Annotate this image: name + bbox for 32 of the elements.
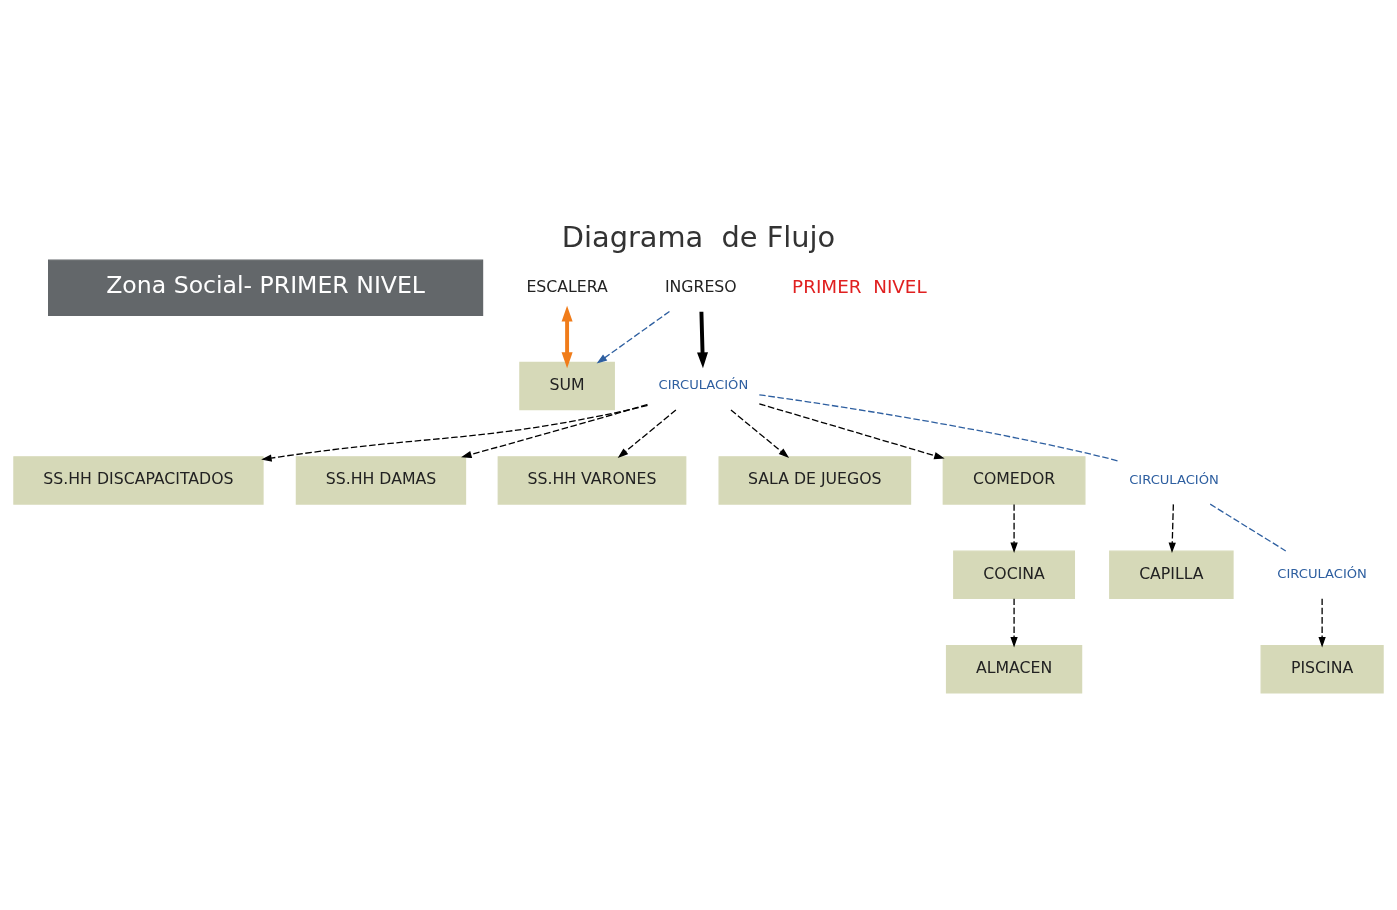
node-box: ALMACEN [945, 644, 1083, 693]
connector [1209, 503, 1287, 552]
node-box: CAPILLA [1109, 550, 1234, 599]
node-text: CIRCULACIÓN [658, 376, 749, 392]
node-text: INGRESO [664, 276, 737, 296]
arrow [1168, 503, 1176, 553]
node-text: CIRCULACIÓN [1129, 471, 1219, 487]
connector [758, 393, 1119, 462]
arrow [461, 403, 648, 458]
node-box: COMEDOR [942, 455, 1086, 505]
arrow [617, 408, 677, 458]
arrow [561, 305, 573, 368]
label: PRIMER NIVEL [792, 275, 927, 297]
arrow [596, 310, 671, 364]
node-box: COCINA [953, 550, 1076, 599]
arrow [1010, 597, 1018, 647]
arrow [1318, 597, 1326, 647]
diagram-title: Diagrama de Flujo [561, 219, 836, 254]
node-box: SS.HH DAMAS [295, 455, 467, 505]
arrow [1010, 503, 1018, 553]
node-text: CIRCULACIÓN [1277, 565, 1367, 581]
node-text: ESCALERA [526, 276, 608, 296]
node-box: SS.HH VARONES [497, 455, 687, 505]
node-box: SUM [519, 361, 615, 410]
arrow [758, 402, 945, 459]
node-box: PISCINA [1260, 644, 1384, 693]
arrow [697, 311, 709, 368]
node-box: SALA DE JUEGOS [718, 455, 912, 505]
arrow [261, 404, 649, 462]
node-box: Zona Social- PRIMER NIVEL [48, 259, 484, 316]
arrow [730, 408, 790, 458]
node-box: SS.HH DISCAPACITADOS [13, 455, 264, 505]
